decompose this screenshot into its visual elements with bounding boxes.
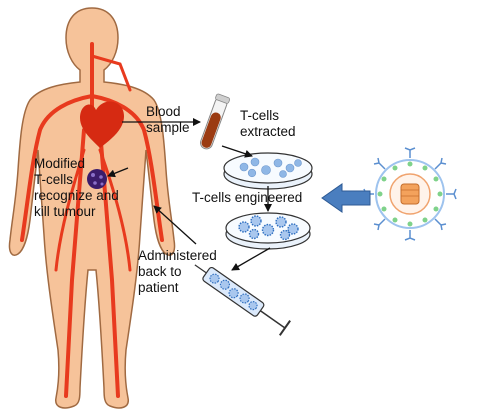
tumour-icon	[87, 169, 107, 189]
label-modified-tcells: Modified T-cells recognize and kill tumo…	[34, 156, 119, 219]
petri-dish-engineered-icon	[225, 212, 311, 250]
arrow-to-tumour	[107, 167, 129, 178]
label-blood-sample: Blood sample	[146, 104, 190, 135]
blood-tube-icon	[200, 93, 231, 150]
human-body-icon	[8, 7, 176, 409]
flow-arrows	[107, 118, 272, 271]
syringe-icon	[194, 264, 291, 336]
arrow-syringe-to-body	[153, 205, 197, 245]
virus-vector-icon	[363, 147, 457, 241]
petri-dish-extracted-icon	[223, 152, 313, 190]
big-arrow-icon	[321, 183, 371, 213]
arrow-dish-to-syringe	[231, 247, 271, 271]
label-administered: Administered back to patient	[138, 248, 217, 295]
arrow-tube-to-dish	[221, 145, 253, 158]
heart-icon	[80, 101, 124, 148]
label-tcells-extracted: T-cells extracted	[240, 108, 296, 139]
label-tcells-engineered: T-cells engineered	[192, 190, 303, 205]
